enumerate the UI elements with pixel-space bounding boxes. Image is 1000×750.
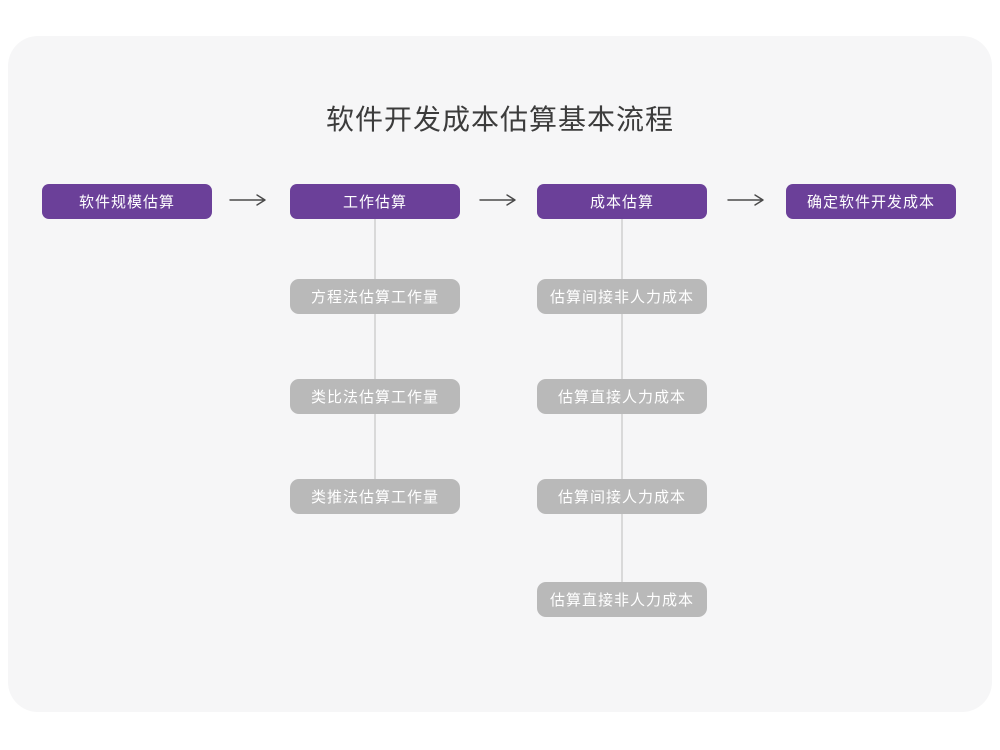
arrow-right-icon xyxy=(727,194,764,206)
branch-node-equation-method: 方程法估算工作量 xyxy=(290,279,460,314)
branch-node-indirect-labor-cost: 估算间接人力成本 xyxy=(537,479,707,514)
branch-node-indirect-non-labor-cost: 估算间接非人力成本 xyxy=(537,279,707,314)
flow-node-cost-estimation: 成本估算 xyxy=(537,184,707,219)
arrow-right-icon xyxy=(479,194,516,206)
page-title: 软件开发成本估算基本流程 xyxy=(325,104,674,135)
flow-node-software-scale-estimation: 软件规模估算 xyxy=(42,184,212,219)
flow-node-determine-development-cost: 确定软件开发成本 xyxy=(786,184,956,219)
branch-node-direct-labor-cost: 估算直接人力成本 xyxy=(537,379,707,414)
branch-node-direct-non-labor-cost: 估算直接非人力成本 xyxy=(537,582,707,617)
flowchart-card xyxy=(8,36,992,712)
arrow-right-icon xyxy=(229,194,266,206)
branch-node-analogy-method: 类比法估算工作量 xyxy=(290,379,460,414)
work-branch-connector-line xyxy=(374,219,376,497)
branch-node-extrapolation-method: 类推法估算工作量 xyxy=(290,479,460,514)
flow-node-work-estimation: 工作估算 xyxy=(290,184,460,219)
